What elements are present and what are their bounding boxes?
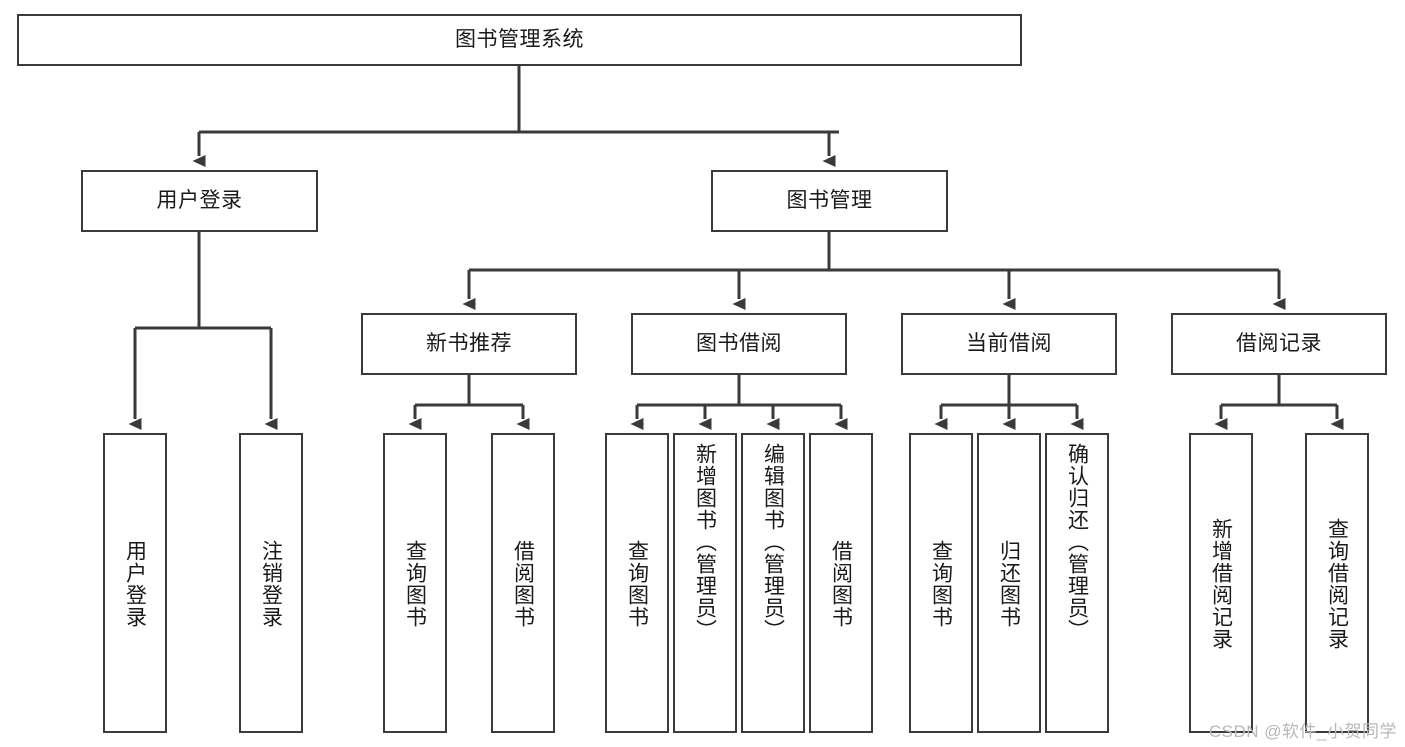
node-new-book-recommend-label: 新书推荐 xyxy=(426,332,512,356)
node-current-borrow-label: 当前借阅 xyxy=(966,332,1052,356)
node-leaf-book-borrow-query-label: 查询图书 xyxy=(625,540,649,628)
node-leaf-record-add-label: 新增借阅记录 xyxy=(1209,518,1233,650)
node-leaf-new-book-query[interactable]: 查询图书 xyxy=(383,433,447,733)
node-root[interactable]: 图书管理系统 xyxy=(17,14,1022,66)
node-leaf-current-query-label: 查询图书 xyxy=(929,540,953,628)
node-user-login[interactable]: 用户登录 xyxy=(81,170,318,232)
node-leaf-user-login-signout-label: 注销登录 xyxy=(259,540,283,628)
node-leaf-new-book-borrow[interactable]: 借阅图书 xyxy=(491,433,555,733)
node-leaf-book-borrow-action[interactable]: 借阅图书 xyxy=(809,433,873,733)
node-borrow-record[interactable]: 借阅记录 xyxy=(1171,313,1387,375)
node-leaf-user-login-signin[interactable]: 用户登录 xyxy=(103,433,167,733)
node-borrow-record-label: 借阅记录 xyxy=(1236,332,1322,356)
node-leaf-confirm-return-label: 确认归还（管理员） xyxy=(1065,443,1089,641)
node-leaf-book-add[interactable]: 新增图书（管理员） xyxy=(673,433,737,733)
node-leaf-book-edit[interactable]: 编辑图书（管理员） xyxy=(741,433,805,733)
node-leaf-book-add-label: 新增图书（管理员） xyxy=(693,443,717,641)
node-root-label: 图书管理系统 xyxy=(455,28,584,52)
node-book-borrow-label: 图书借阅 xyxy=(696,332,782,356)
node-leaf-current-query[interactable]: 查询图书 xyxy=(909,433,973,733)
node-leaf-record-query[interactable]: 查询借阅记录 xyxy=(1305,433,1369,733)
node-book-borrow[interactable]: 图书借阅 xyxy=(631,313,847,375)
node-leaf-current-return[interactable]: 归还图书 xyxy=(977,433,1041,733)
node-user-login-label: 用户登录 xyxy=(156,189,243,213)
node-current-borrow[interactable]: 当前借阅 xyxy=(901,313,1117,375)
node-book-management-label: 图书管理 xyxy=(786,189,873,213)
node-leaf-confirm-return[interactable]: 确认归还（管理员） xyxy=(1045,433,1109,733)
node-leaf-new-book-query-label: 查询图书 xyxy=(403,540,427,628)
node-leaf-book-borrow-query[interactable]: 查询图书 xyxy=(605,433,669,733)
node-leaf-record-query-label: 查询借阅记录 xyxy=(1325,518,1349,650)
node-new-book-recommend[interactable]: 新书推荐 xyxy=(361,313,577,375)
node-leaf-user-login-signin-label: 用户登录 xyxy=(123,540,147,628)
node-leaf-record-add[interactable]: 新增借阅记录 xyxy=(1189,433,1253,733)
node-leaf-new-book-borrow-label: 借阅图书 xyxy=(511,540,535,628)
node-leaf-book-borrow-action-label: 借阅图书 xyxy=(829,540,853,628)
csdn-watermark: CSDN @软件_小贺同学 xyxy=(1208,722,1397,741)
node-leaf-current-return-label: 归还图书 xyxy=(997,540,1021,628)
node-leaf-book-edit-label: 编辑图书（管理员） xyxy=(761,443,785,641)
node-book-management[interactable]: 图书管理 xyxy=(711,170,948,232)
node-leaf-user-login-signout[interactable]: 注销登录 xyxy=(239,433,303,733)
